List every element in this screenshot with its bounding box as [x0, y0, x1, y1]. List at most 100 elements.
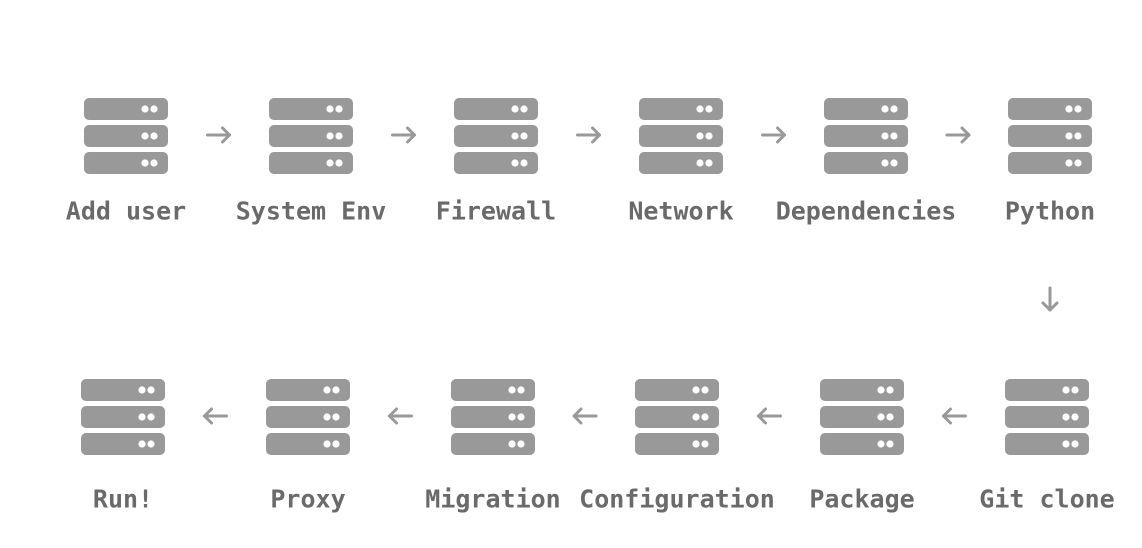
step-node-dependencies: Dependencies	[776, 98, 957, 226]
server-slab	[451, 433, 535, 455]
server-indicator-dot	[701, 440, 709, 448]
server-indicator-dot	[696, 105, 704, 113]
server-indicator-dot	[692, 386, 700, 394]
server-indicator-dot	[511, 132, 519, 140]
server-slab	[635, 433, 719, 455]
server-indicator-dot	[326, 132, 334, 140]
server-indicator-dot	[520, 105, 528, 113]
server-stack-icon	[1005, 379, 1089, 455]
server-slab	[1008, 98, 1092, 120]
server-slab	[269, 125, 353, 147]
server-indicator-dot	[335, 105, 343, 113]
server-indicator-dot	[1071, 440, 1079, 448]
server-slab	[266, 379, 350, 401]
step-label: Add user	[66, 197, 186, 226]
server-slab	[639, 152, 723, 174]
server-indicator-dot	[1065, 105, 1073, 113]
arrow-left-icon	[203, 407, 228, 425]
server-indicator-dot	[508, 413, 516, 421]
server-indicator-dot	[147, 440, 155, 448]
server-indicator-dot	[511, 105, 519, 113]
server-indicator-dot	[881, 159, 889, 167]
server-slab	[824, 152, 908, 174]
arrow-down-icon	[1041, 286, 1059, 312]
server-indicator-dot	[705, 132, 713, 140]
server-indicator-dot	[141, 132, 149, 140]
server-slab	[1005, 379, 1089, 401]
server-slab	[820, 406, 904, 428]
arrow-left-icon	[388, 407, 413, 425]
server-indicator-dot	[1062, 413, 1070, 421]
server-indicator-dot	[517, 413, 525, 421]
server-indicator-dot	[692, 413, 700, 421]
arrow-left-icon	[572, 407, 598, 425]
step-node-git-clone: Git clone	[979, 379, 1115, 514]
server-stack-icon	[451, 379, 535, 455]
server-indicator-dot	[705, 105, 713, 113]
server-stack-icon	[1008, 98, 1092, 174]
server-indicator-dot	[335, 132, 343, 140]
server-slab	[454, 125, 538, 147]
server-stack-icon	[820, 379, 904, 455]
server-slab	[451, 406, 535, 428]
server-slab	[84, 98, 168, 120]
server-indicator-dot	[877, 413, 885, 421]
server-indicator-dot	[332, 413, 340, 421]
step-label: System Env	[236, 197, 387, 226]
server-indicator-dot	[1074, 159, 1082, 167]
step-label: Proxy	[270, 485, 345, 514]
server-indicator-dot	[326, 105, 334, 113]
server-indicator-dot	[517, 440, 525, 448]
server-slab	[81, 379, 165, 401]
server-slab	[269, 98, 353, 120]
server-indicator-dot	[881, 132, 889, 140]
step-node-system-env: System Env	[236, 98, 387, 226]
server-indicator-dot	[150, 132, 158, 140]
step-label: Python	[1005, 197, 1095, 226]
server-indicator-dot	[886, 386, 894, 394]
server-indicator-dot	[520, 132, 528, 140]
step-label: Run!	[93, 485, 153, 514]
server-indicator-dot	[1065, 159, 1073, 167]
server-stack-icon	[635, 379, 719, 455]
server-indicator-dot	[890, 159, 898, 167]
step-node-network: Network	[628, 98, 734, 226]
server-slab	[266, 433, 350, 455]
step-node-python: Python	[1005, 98, 1095, 226]
server-indicator-dot	[1065, 132, 1073, 140]
server-indicator-dot	[701, 386, 709, 394]
server-indicator-dot	[147, 386, 155, 394]
server-slab	[1008, 152, 1092, 174]
server-indicator-dot	[877, 440, 885, 448]
server-indicator-dot	[1071, 386, 1079, 394]
server-indicator-dot	[323, 386, 331, 394]
step-label: Dependencies	[776, 197, 957, 226]
server-slab	[639, 98, 723, 120]
server-indicator-dot	[701, 413, 709, 421]
server-slab	[635, 379, 719, 401]
server-slab	[1008, 125, 1092, 147]
step-node-package: Package	[809, 379, 915, 514]
server-indicator-dot	[150, 105, 158, 113]
server-indicator-dot	[1071, 413, 1079, 421]
server-indicator-dot	[696, 132, 704, 140]
arrow-left-icon	[757, 407, 782, 425]
step-label: Firewall	[436, 197, 556, 226]
step-node-configuration: Configuration	[579, 379, 775, 514]
server-indicator-dot	[138, 386, 146, 394]
arrow-left-icon	[942, 407, 967, 425]
server-indicator-dot	[323, 440, 331, 448]
step-node-firewall: Firewall	[436, 98, 556, 226]
server-indicator-dot	[890, 132, 898, 140]
server-slab	[451, 379, 535, 401]
server-indicator-dot	[138, 413, 146, 421]
step-label: Configuration	[579, 485, 775, 514]
server-indicator-dot	[881, 105, 889, 113]
server-slab	[84, 152, 168, 174]
server-indicator-dot	[323, 413, 331, 421]
server-slab	[824, 125, 908, 147]
server-indicator-dot	[511, 159, 519, 167]
server-slab	[454, 152, 538, 174]
arrow-right-icon	[391, 126, 416, 144]
